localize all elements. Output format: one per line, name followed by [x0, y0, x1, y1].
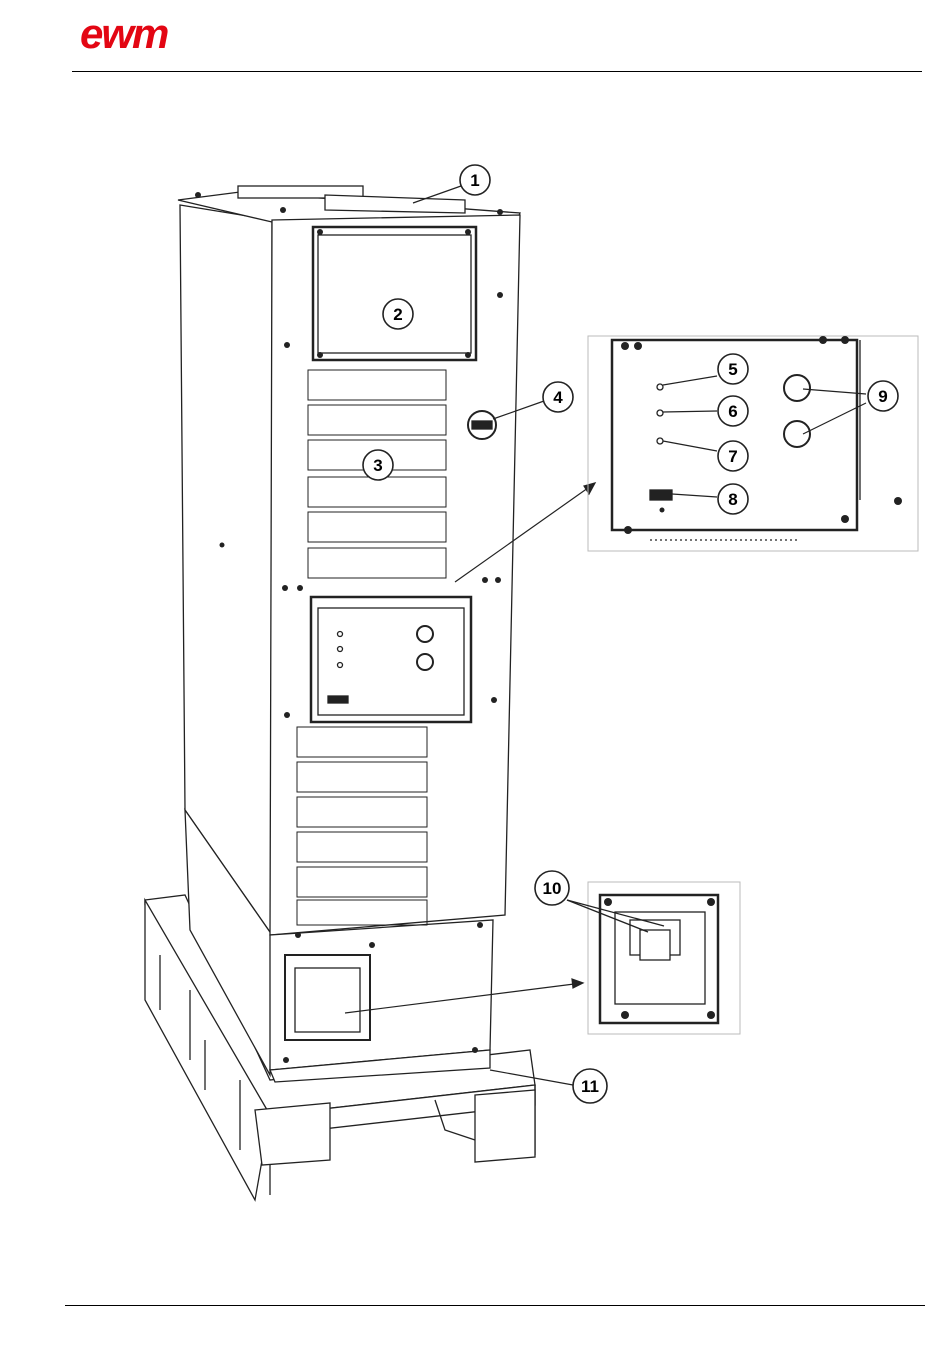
callout-1-label: 1	[470, 171, 479, 190]
callout-8: 8	[718, 484, 748, 514]
callout-5-label: 5	[728, 360, 737, 379]
callout-2-label: 2	[393, 305, 402, 324]
callout-6-label: 6	[728, 402, 737, 421]
callout-4-label: 4	[553, 388, 563, 407]
callout-6: 6	[718, 396, 748, 426]
callout-3: 3	[363, 450, 393, 480]
callout-11: 11	[573, 1069, 607, 1103]
callout-1: 1	[460, 165, 490, 195]
callout-7-label: 7	[728, 447, 737, 466]
callout-3-label: 3	[373, 456, 382, 475]
callout-5: 5	[718, 354, 748, 384]
callout-11-label: 11	[581, 1077, 599, 1096]
callout-9-label: 9	[878, 387, 887, 406]
inset-connection-panel	[588, 336, 918, 551]
inset-lower-cover	[567, 882, 740, 1034]
callout-2: 2	[383, 299, 413, 329]
callout-10: 10	[535, 871, 569, 905]
callout-7: 7	[718, 441, 748, 471]
callout-4: 4	[543, 382, 573, 412]
callout-8-label: 8	[728, 490, 737, 509]
callout-10-label: 10	[543, 879, 562, 898]
callout-9: 9	[868, 381, 898, 411]
